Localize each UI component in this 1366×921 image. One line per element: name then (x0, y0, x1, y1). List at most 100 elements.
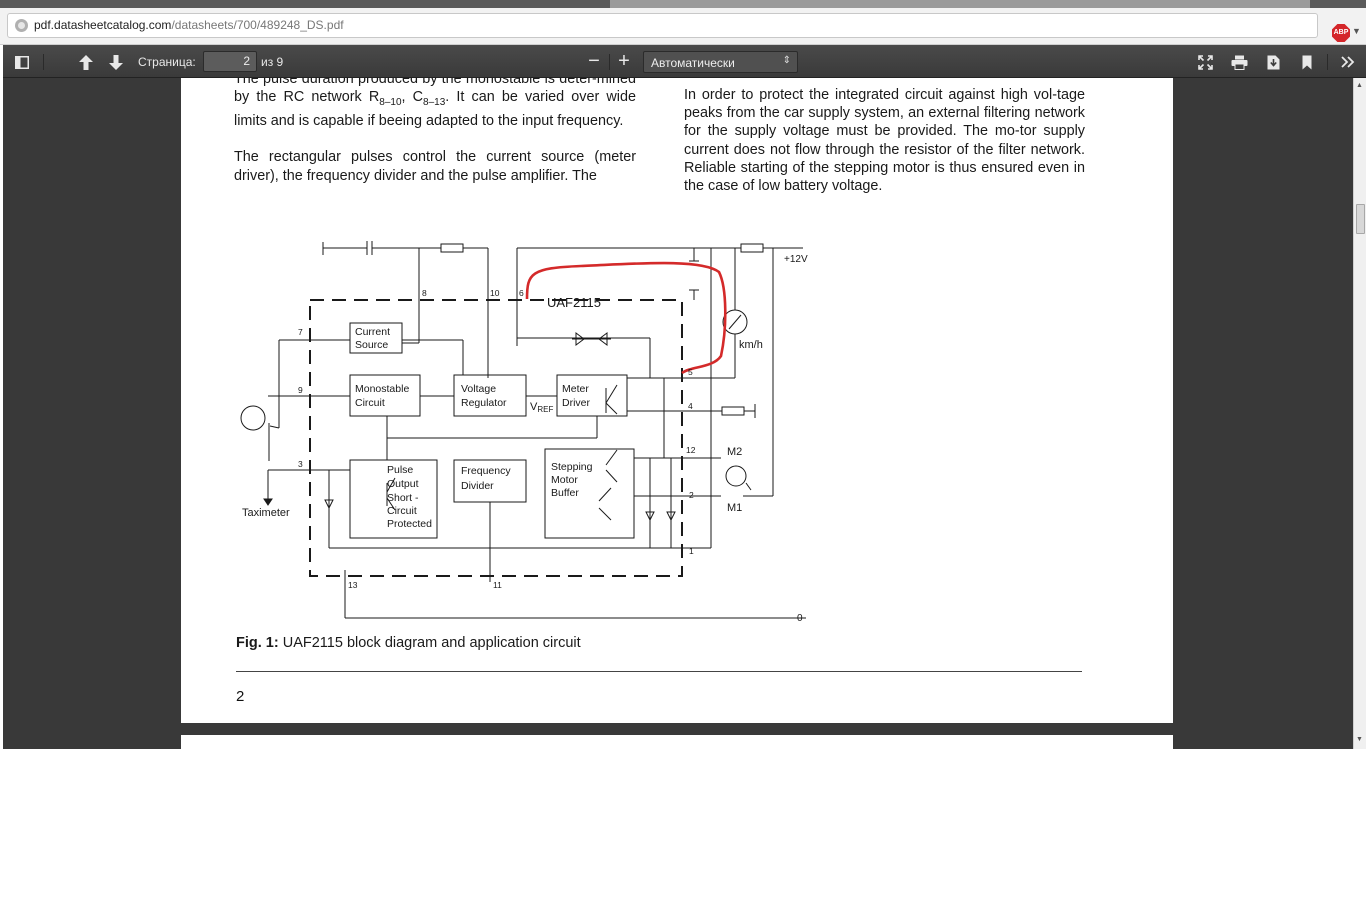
block-text: Motor (551, 474, 578, 486)
pin-label: 3 (298, 459, 303, 469)
scrollbar-thumb[interactable] (1356, 204, 1365, 234)
previous-page-button[interactable] (75, 45, 97, 78)
page-number-input[interactable]: 2 (203, 51, 257, 72)
pin-label: 7 (298, 327, 303, 337)
vertical-scrollbar[interactable]: ▲ ▼ (1353, 78, 1366, 749)
tools-menu-button[interactable] (1337, 45, 1359, 78)
vref-label: VREF (530, 401, 553, 414)
pin-label: 10 (490, 288, 500, 298)
printer-icon (1231, 55, 1247, 70)
fullscreen-icon (1197, 54, 1213, 70)
arrow-down-icon (109, 54, 123, 70)
block-text: Stepping (551, 461, 593, 473)
next-page-button[interactable] (105, 45, 127, 78)
block-text: Protected (387, 518, 432, 530)
pin-label: 5 (688, 367, 693, 377)
arrow-up-icon (79, 54, 93, 70)
block-text: Voltage (461, 383, 496, 395)
taximeter-label: Taximeter (242, 507, 290, 519)
url-path: /datasheets/700/489248_DS.pdf (171, 18, 344, 32)
zoom-select-value: Автоматически (651, 56, 735, 70)
zoom-in-button[interactable]: + (618, 50, 630, 72)
adblock-plus-icon[interactable]: ABP (1332, 24, 1350, 42)
sidebar-toggle-icon (15, 55, 29, 69)
vref-main: V (530, 401, 538, 413)
zoom-select[interactable]: Автоматически ⇕ (643, 51, 798, 73)
pin-label: 11 (493, 580, 502, 590)
url-text[interactable]: pdf.datasheetcatalog.com/datasheets/700/… (34, 18, 344, 32)
adblock-dropdown-icon[interactable]: ▼ (1352, 26, 1361, 36)
url-field[interactable]: pdf.datasheetcatalog.com/datasheets/700/… (7, 13, 1318, 38)
paragraph-text: The pulse duration produced by the monos… (234, 78, 637, 130)
block-diagram-figure: UAF2115 +12V 0 km/h M2 M1 Taximeter VREF… (240, 241, 808, 624)
scroll-up-arrow-icon[interactable]: ▲ (1356, 82, 1363, 89)
window-top-strip-highlight (610, 0, 1310, 8)
page-number: 2 (236, 688, 245, 705)
block-text: Pulse (387, 464, 413, 476)
text-column-left: The pulse duration produced by the monos… (234, 78, 636, 203)
download-icon (1267, 55, 1279, 70)
block-text: Meter (562, 383, 589, 395)
url-host: pdf.datasheetcatalog.com (34, 18, 172, 32)
zoom-out-button[interactable]: − (588, 50, 600, 72)
pin-label: 13 (348, 580, 358, 590)
red-annotation-path (525, 261, 727, 375)
toolbar-separator (43, 54, 44, 70)
pin-label: 6 (519, 288, 524, 298)
ground-label: 0 (797, 613, 803, 624)
paragraph: The rectangular pulses control the curre… (234, 149, 636, 184)
page-total-label: из 9 (261, 55, 284, 69)
toolbar-separator (609, 54, 610, 70)
pdf-viewer: Страница: 2 из 9 − + Автоматически ⇕ The (3, 45, 1366, 749)
supply-label: +12V (784, 254, 808, 265)
chip-label: UAF2115 (547, 295, 601, 310)
site-globe-icon (15, 19, 28, 32)
page-label: Страница: (138, 55, 196, 69)
meter-label: km/h (739, 339, 763, 351)
text-column-right: In order to protect the integrated circu… (684, 86, 1085, 213)
block-text: Driver (562, 397, 591, 409)
double-chevron-right-icon (1341, 56, 1355, 68)
pin-label: 9 (298, 385, 303, 395)
block-text: Monostable (355, 383, 409, 395)
pdf-pages-container[interactable]: The pulse duration produced by the monos… (3, 78, 1353, 749)
toolbar-separator (1327, 54, 1328, 70)
bookmark-button[interactable] (1296, 45, 1318, 78)
caption-bold: Fig. 1: (236, 635, 279, 651)
block-text: Buffer (551, 487, 579, 499)
motor-m2-label: M2 (727, 446, 742, 458)
select-arrows-icon: ⇕ (782, 55, 791, 66)
pdf-page-next (181, 735, 1173, 749)
presentation-mode-button[interactable] (1194, 45, 1216, 78)
block-text: Frequency (461, 465, 511, 477)
download-button[interactable] (1262, 45, 1284, 78)
print-button[interactable] (1228, 45, 1250, 78)
caption-text: UAF2115 block diagram and application ci… (278, 635, 581, 651)
footer-rule (236, 671, 1082, 672)
block-text: Source (355, 339, 388, 351)
pin-label: 4 (688, 401, 693, 411)
figure-caption: Fig. 1: UAF2115 block diagram and applic… (236, 635, 581, 651)
paragraph: The pulse duration produced by the monos… (234, 78, 636, 130)
block-text: Divider (461, 480, 494, 492)
block-text: Circuit (387, 505, 417, 517)
pdf-page: The pulse duration produced by the monos… (181, 78, 1173, 723)
scroll-down-arrow-icon[interactable]: ▼ (1356, 736, 1363, 743)
block-text: Short - (387, 492, 419, 504)
block-text: Regulator (461, 397, 507, 409)
block-text: Circuit (355, 397, 385, 409)
window-top-strip (0, 0, 1366, 8)
paragraph: In order to protect the integrated circu… (684, 87, 1085, 195)
pdf-toolbar: Страница: 2 из 9 − + Автоматически ⇕ (3, 45, 1366, 78)
vref-sub: REF (537, 405, 553, 414)
pin-label: 8 (422, 288, 427, 298)
block-text: Current (355, 326, 390, 338)
pin-label: 1 (689, 546, 694, 556)
motor-m1-label: M1 (727, 502, 742, 514)
pin-label: 12 (686, 445, 696, 455)
block-text: Output (387, 478, 419, 490)
browser-address-bar: pdf.datasheetcatalog.com/datasheets/700/… (0, 8, 1366, 45)
sidebar-toggle-button[interactable] (11, 45, 33, 78)
bookmark-icon (1302, 55, 1312, 70)
pin-label: 2 (689, 490, 694, 500)
